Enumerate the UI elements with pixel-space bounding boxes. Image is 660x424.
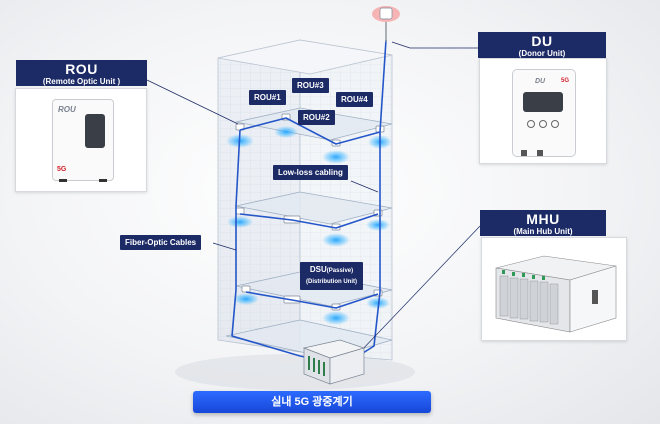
- callout-low-loss-cabling: Low-loss cabling: [273, 165, 348, 180]
- du-title-label: DU (Donor Unit): [478, 32, 606, 58]
- du-5g-badge: 5G: [561, 78, 570, 84]
- rou-title: ROU: [65, 61, 98, 77]
- mhu-device-card: [481, 237, 627, 341]
- mhu-subtitle: (Main Hub Unit): [513, 226, 573, 236]
- callout-rou2: ROU#2: [298, 110, 335, 125]
- rou-device-card: ROU 5G: [15, 88, 147, 192]
- leader-lines: [146, 41, 481, 353]
- rou-device-screen: [85, 114, 105, 148]
- callout-dsu: DSU(Passive) (Distribution Unit): [300, 262, 363, 290]
- rou-subtitle: (Remote Optic Unit ): [42, 76, 121, 86]
- callout-rou3: ROU#3: [292, 78, 329, 93]
- dsu-subtitle: (Distribution Unit): [306, 279, 357, 285]
- rou-device-image: ROU 5G: [52, 99, 114, 182]
- rooftop-antenna: [372, 6, 400, 42]
- title-banner: 실내 5G 광중계기: [193, 391, 431, 413]
- du-device-image: DU 5G: [512, 69, 576, 157]
- du-device-card: DU 5G: [479, 58, 607, 164]
- rou-5g-badge: 5G: [57, 166, 67, 173]
- signal-glows: [226, 126, 392, 325]
- floor-shadow: [175, 354, 415, 390]
- du-title: DU: [531, 33, 553, 49]
- dsu-passive: (Passive): [326, 268, 354, 274]
- mhu-device-image: [495, 255, 617, 333]
- mhu-title-label: MHU (Main Hub Unit): [480, 210, 606, 236]
- rou-device-logo: ROU: [58, 105, 76, 114]
- tower-roof: [217, 39, 393, 75]
- du-device-screen: [523, 92, 563, 112]
- dsu-title: DSU: [309, 265, 327, 274]
- callout-fiber-optic-cables: Fiber-Optic Cables: [120, 235, 202, 250]
- rou-title-label: ROU (Remote Optic Unit ): [16, 60, 147, 86]
- callout-rou4: ROU#4: [336, 92, 373, 107]
- fiber-cables: [231, 39, 387, 365]
- callout-rou1: ROU#1: [249, 90, 286, 105]
- du-subtitle: (Donor Unit): [518, 48, 566, 58]
- mhu-base-cabinet: [302, 339, 366, 385]
- mhu-title: MHU: [526, 211, 560, 227]
- du-device-logo: DU: [535, 78, 546, 85]
